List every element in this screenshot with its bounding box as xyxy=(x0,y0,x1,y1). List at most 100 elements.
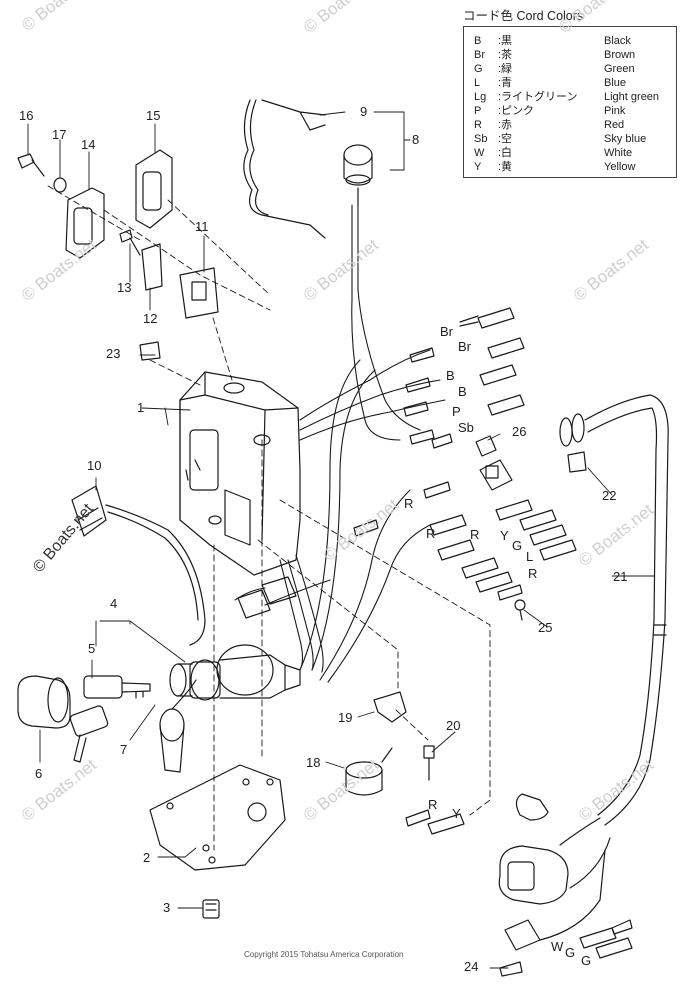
legend-code: Br xyxy=(474,49,485,61)
wire-label: L xyxy=(526,549,534,564)
screw-20 xyxy=(424,746,434,780)
wire-label: G xyxy=(581,953,592,968)
callout-23: 23 xyxy=(106,346,121,361)
callout-6: 6 xyxy=(35,766,43,781)
label-23 xyxy=(140,342,160,360)
plate-15 xyxy=(136,150,172,228)
callout-4: 4 xyxy=(110,596,118,611)
callout-26: 26 xyxy=(512,424,527,439)
wire-label: R xyxy=(428,797,438,812)
wire-label: R xyxy=(470,527,480,542)
bracket-12 xyxy=(142,244,162,290)
key xyxy=(84,676,150,698)
legend-japanese: :黒 xyxy=(498,35,513,47)
legend-code: W xyxy=(474,147,485,159)
wire-label: R xyxy=(528,566,538,581)
wire-label: R xyxy=(404,496,414,511)
connector-26 xyxy=(476,436,512,490)
washer-17 xyxy=(54,178,66,192)
callout-15: 15 xyxy=(146,108,161,123)
legend-english: Light green xyxy=(604,91,660,103)
legend-japanese: :青 xyxy=(498,77,513,89)
connector-11 xyxy=(180,268,218,318)
callout-2: 2 xyxy=(143,850,151,865)
wire-label: B xyxy=(446,368,455,383)
callout-20: 20 xyxy=(446,718,461,733)
callout-22: 22 xyxy=(602,488,617,503)
legend-japanese: :白 xyxy=(498,147,513,159)
wire-label: B xyxy=(458,384,467,399)
callout-13: 13 xyxy=(117,280,132,295)
wire-label: G xyxy=(512,538,523,553)
callout-8: 8 xyxy=(412,132,420,147)
rubber-cap xyxy=(18,676,70,728)
copyright-notice: Copyright 2015 Tohatsu America Corporati… xyxy=(244,950,404,959)
switch-cap xyxy=(160,680,196,772)
legend-english: Yellow xyxy=(604,161,636,173)
screw-13 xyxy=(120,230,140,255)
plug-pair xyxy=(238,577,296,618)
legend-japanese: :黄 xyxy=(498,161,513,173)
legend-code: Lg xyxy=(474,91,487,103)
callout-9: 9 xyxy=(360,104,368,119)
patch-22 xyxy=(568,452,586,472)
lower-harness xyxy=(499,794,632,976)
legend-english: Pink xyxy=(604,105,626,117)
legend-japanese: :ライトグリーン xyxy=(498,91,578,103)
wire-label: Y xyxy=(500,528,509,543)
kill-switch xyxy=(244,100,372,238)
legend-japanese: :空 xyxy=(498,133,513,145)
legend-code: G xyxy=(474,63,483,75)
control-box xyxy=(180,372,300,575)
legend-code: Sb xyxy=(474,133,488,145)
cord-color-legend: B :黒 Black Br :茶 Brown G :緑 Green L :青 B… xyxy=(463,26,677,178)
callout-5: 5 xyxy=(88,641,96,656)
mounting-plate xyxy=(150,765,285,870)
legend-code: R xyxy=(474,119,482,131)
wire-label: Sb xyxy=(458,420,474,435)
callout-16: 16 xyxy=(19,108,34,123)
gasket-14 xyxy=(66,188,104,258)
clamp-18 xyxy=(346,748,392,795)
wire-label: P xyxy=(452,404,461,419)
connector-10 xyxy=(72,486,205,645)
wire-label: G xyxy=(565,945,576,960)
wire-label: R xyxy=(426,526,436,541)
legend-english: Sky blue xyxy=(604,133,647,145)
legend-japanese: :赤 xyxy=(498,119,513,131)
legend-english: Green xyxy=(604,63,635,75)
legend-code: L xyxy=(474,77,481,89)
main-cable-21 xyxy=(560,395,668,825)
callout-12: 12 xyxy=(143,311,158,326)
legend-english: Black xyxy=(604,35,631,47)
callout-21: 21 xyxy=(613,569,628,584)
wire-label: W xyxy=(551,939,564,954)
key-switch xyxy=(170,645,300,700)
callout-11: 11 xyxy=(195,219,209,234)
legend-japanese: :緑 xyxy=(498,63,513,75)
spare-key xyxy=(69,705,108,762)
legend-japanese: :ピンク xyxy=(498,105,535,117)
bracket-19 xyxy=(374,692,406,722)
wire-label: Y xyxy=(452,806,461,821)
legend-title: コード色 Cord Colors xyxy=(463,9,584,23)
callout-14: 14 xyxy=(81,137,96,152)
callout-25: 25 xyxy=(538,620,553,635)
screw-3 xyxy=(203,900,219,918)
legend-code: Y xyxy=(474,161,482,173)
callout-7: 7 xyxy=(120,742,128,757)
callout-24: 24 xyxy=(464,959,479,974)
callout-3: 3 xyxy=(163,900,171,915)
callout-17: 17 xyxy=(52,127,67,142)
legend-japanese: :茶 xyxy=(498,49,513,61)
callout-18: 18 xyxy=(306,755,321,770)
bolt-16 xyxy=(18,154,44,176)
legend-english: White xyxy=(604,147,633,159)
legend-english: Blue xyxy=(604,77,627,89)
wire-label: Br xyxy=(440,324,453,339)
legend-code: P xyxy=(474,105,482,117)
callout-1: 1 xyxy=(137,400,145,415)
legend-code: B xyxy=(474,35,482,47)
legend-english: Brown xyxy=(604,49,636,61)
